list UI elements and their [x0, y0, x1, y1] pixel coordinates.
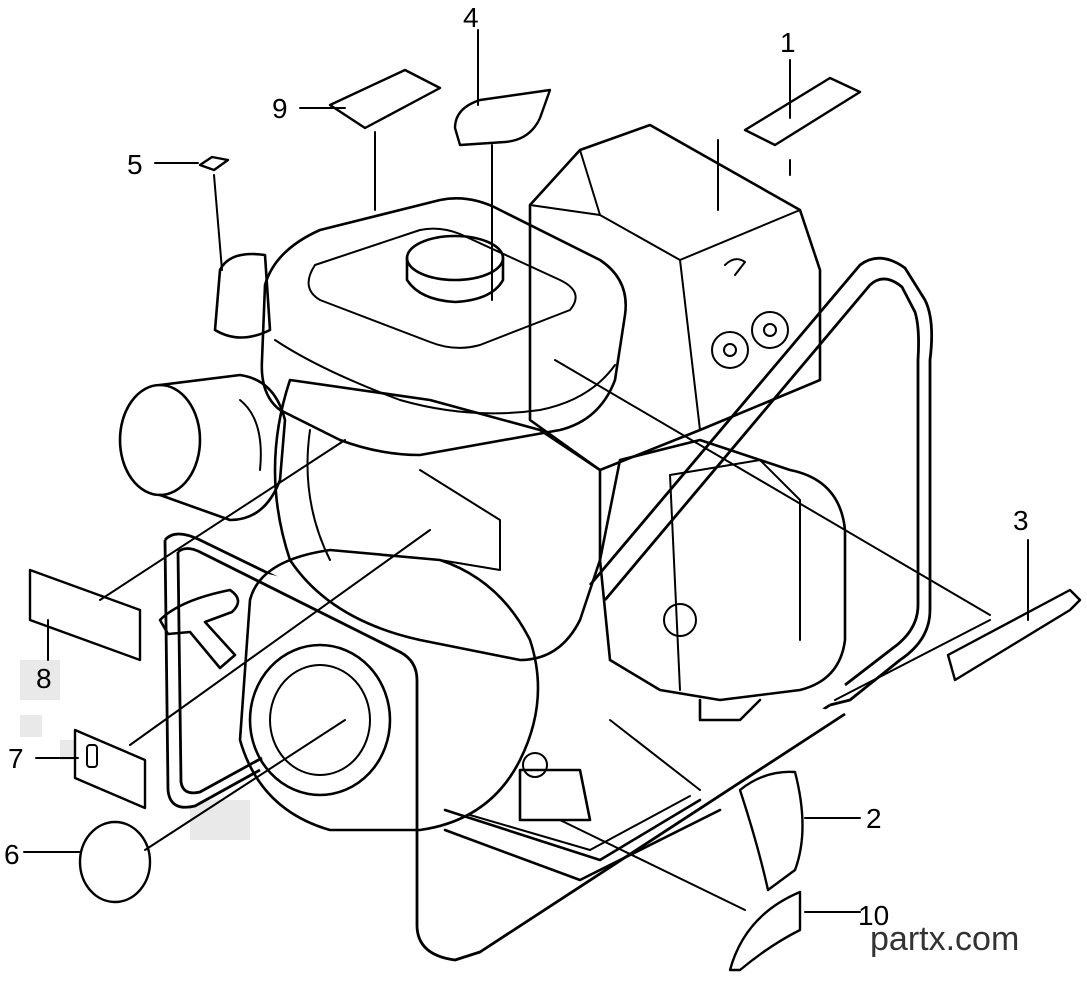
callout-4: 4 [463, 2, 479, 33]
decal-1 [743, 76, 862, 147]
pump-housing [118, 373, 592, 832]
decal-2 [738, 770, 804, 892]
decal-9 [328, 68, 442, 130]
callout-8: 8 [36, 663, 52, 694]
callout-3: 3 [1013, 505, 1029, 536]
callout-5: 5 [127, 149, 143, 180]
decals [28, 68, 1082, 972]
decal-3 [946, 588, 1082, 682]
callout-7: 7 [8, 743, 24, 774]
callout-labels: 1 2 3 4 5 6 7 8 9 10 [4, 2, 1029, 931]
callout-10: 10 [858, 900, 889, 931]
decal-6 [78, 820, 152, 904]
engine-body [213, 197, 627, 662]
partx-watermark: partx.com [870, 920, 1019, 958]
callout-1: 1 [780, 27, 796, 58]
callout-2: 2 [866, 803, 882, 834]
decal-10 [728, 890, 802, 972]
decal-5 [198, 155, 230, 172]
decal-7 [73, 728, 147, 810]
decal-7-symbol [86, 744, 98, 768]
callout-6: 6 [4, 839, 20, 870]
pump-frame [163, 256, 934, 962]
generator-housing [598, 438, 847, 722]
decal-4 [453, 88, 552, 147]
callout-9: 9 [272, 93, 288, 124]
leader-lines [23, 29, 1029, 913]
control-box [528, 123, 822, 472]
